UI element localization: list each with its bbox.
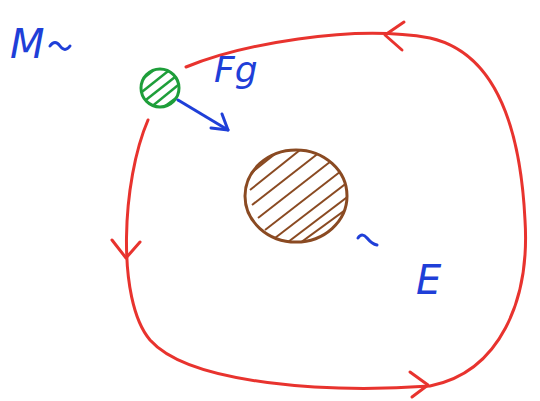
force-label: Fg xyxy=(214,52,258,88)
leader-tilde xyxy=(358,235,377,245)
mass-label: M xyxy=(10,24,45,64)
leader-tilde xyxy=(50,43,70,50)
orbit xyxy=(126,33,525,388)
force-arrow xyxy=(178,100,228,130)
orbit-arrowhead xyxy=(410,372,428,397)
earth xyxy=(245,150,350,243)
moon xyxy=(135,65,184,110)
orbit-arrowhead xyxy=(112,240,140,258)
orbit-arrowhead xyxy=(385,22,404,50)
earth-label: E xyxy=(416,260,441,300)
